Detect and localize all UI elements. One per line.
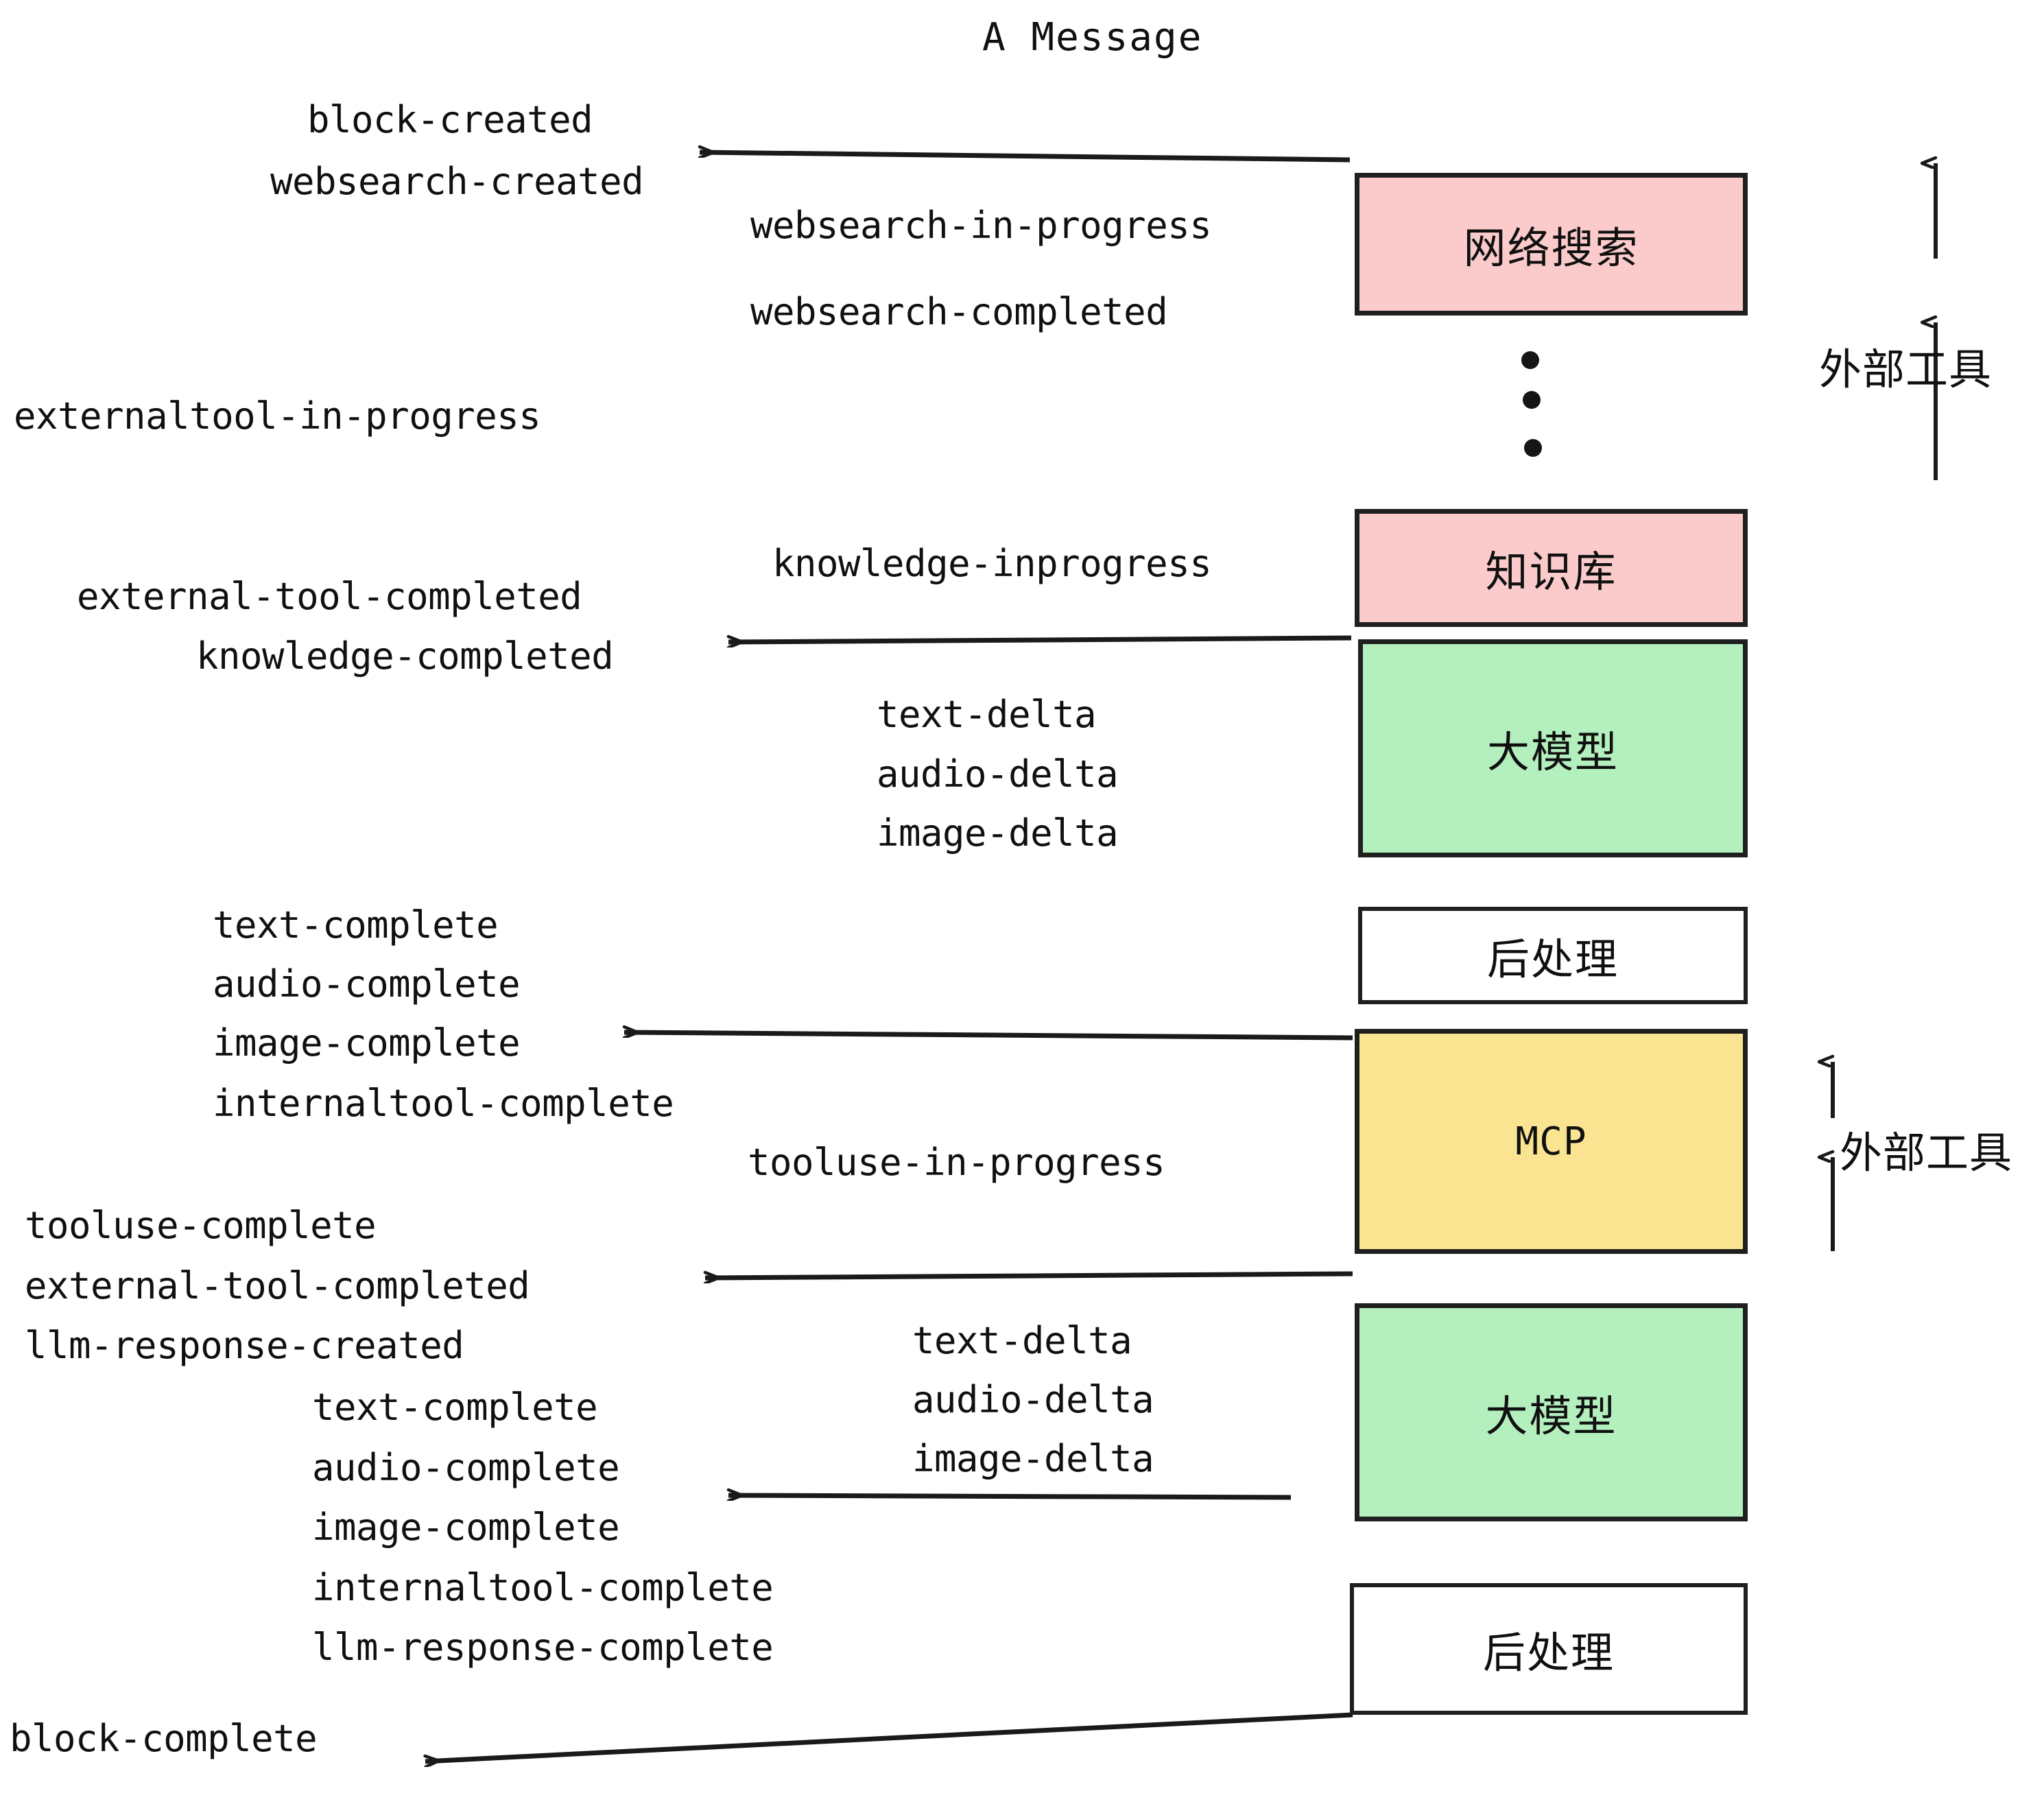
ellipsis-dot [1524, 439, 1542, 457]
event-label-externaltool-in-progress: externaltool-in-progress [14, 394, 541, 438]
event-label-image-complete-2: image-complete [312, 1506, 620, 1549]
ellipsis-dot [1521, 351, 1539, 369]
event-label-block-created: block-created [307, 98, 593, 141]
node-knowledge[interactable]: 知识库 [1355, 509, 1748, 627]
node-knowledge-label: 知识库 [1485, 547, 1617, 597]
event-label-internaltool-complete-2: internaltool-complete [312, 1566, 774, 1609]
arrow-mcp-to-tooluse-complete [705, 1274, 1353, 1278]
page-title: A Message [982, 15, 1203, 60]
vertical-ellipsis [1521, 351, 1549, 468]
event-label-external-tool-completed-1: external-tool-completed [77, 575, 582, 618]
node-postprocessing-1-label: 后处理 [1486, 934, 1619, 984]
arrow-postproc2-to-blockcomplete [425, 1712, 1353, 1761]
event-label-llm-response-created: llm-response-created [25, 1324, 464, 1367]
node-websearch-label: 网络搜索 [1463, 223, 1639, 273]
event-label-image-delta-2: image-delta [912, 1437, 1154, 1480]
node-llm-2[interactable]: 大模型 [1355, 1303, 1748, 1521]
node-llm-2-label: 大模型 [1485, 1391, 1617, 1441]
event-label-websearch-completed: websearch-completed [750, 290, 1168, 333]
event-label-tooluse-in-progress: tooluse-in-progress [748, 1141, 1165, 1184]
event-label-internaltool-complete-1: internaltool-complete [213, 1082, 674, 1125]
event-label-block-complete: block-complete [10, 1717, 318, 1760]
side-label-external-tool-lower: 外部工具 [1840, 1128, 2013, 1178]
node-llm-1[interactable]: 大模型 [1358, 639, 1748, 857]
node-postprocessing-2[interactable]: 后处理 [1350, 1583, 1748, 1715]
node-mcp[interactable]: MCP [1355, 1029, 1748, 1254]
arrow-websearch-to-blockcreated [700, 152, 1351, 163]
event-label-knowledge-inprogress: knowledge-inprogress [772, 542, 1212, 585]
event-label-text-delta-1: text-delta [877, 693, 1097, 736]
ellipsis-dot [1523, 391, 1541, 409]
node-websearch[interactable]: 网络搜索 [1355, 173, 1748, 316]
event-label-websearch-in-progress: websearch-in-progress [750, 204, 1212, 247]
node-mcp-label: MCP [1515, 1119, 1587, 1164]
event-label-audio-complete-1: audio-complete [213, 962, 521, 1006]
arrow-knowledge-to-completed [728, 638, 1352, 642]
event-label-text-delta-2: text-delta [912, 1319, 1132, 1362]
event-label-knowledge-completed: knowledge-completed [196, 634, 614, 678]
node-postprocessing-2-label: 后处理 [1482, 1628, 1615, 1678]
event-label-tooluse-complete: tooluse-complete [25, 1204, 377, 1247]
arrow-llm2-to-audiocomplete [728, 1495, 1292, 1497]
side-label-external-tool-upper: 外部工具 [1819, 344, 1993, 394]
event-label-llm-response-complete: llm-response-complete [312, 1626, 774, 1669]
node-llm-1-label: 大模型 [1486, 727, 1619, 777]
event-label-audio-delta-2: audio-delta [912, 1378, 1154, 1421]
event-label-external-tool-completed-2: external-tool-completed [25, 1264, 530, 1307]
arrow-postproc1-to-imagecomplete [624, 1032, 1353, 1041]
event-label-image-complete-1: image-complete [213, 1021, 521, 1065]
event-label-audio-complete-2: audio-complete [312, 1446, 620, 1489]
node-postprocessing-1[interactable]: 后处理 [1358, 907, 1748, 1004]
event-label-audio-delta-1: audio-delta [877, 752, 1119, 796]
event-label-text-complete-1: text-complete [213, 903, 499, 947]
event-label-image-delta-1: image-delta [877, 811, 1119, 855]
event-label-text-complete-2: text-complete [312, 1386, 598, 1429]
event-label-websearch-created: websearch-created [270, 160, 644, 203]
